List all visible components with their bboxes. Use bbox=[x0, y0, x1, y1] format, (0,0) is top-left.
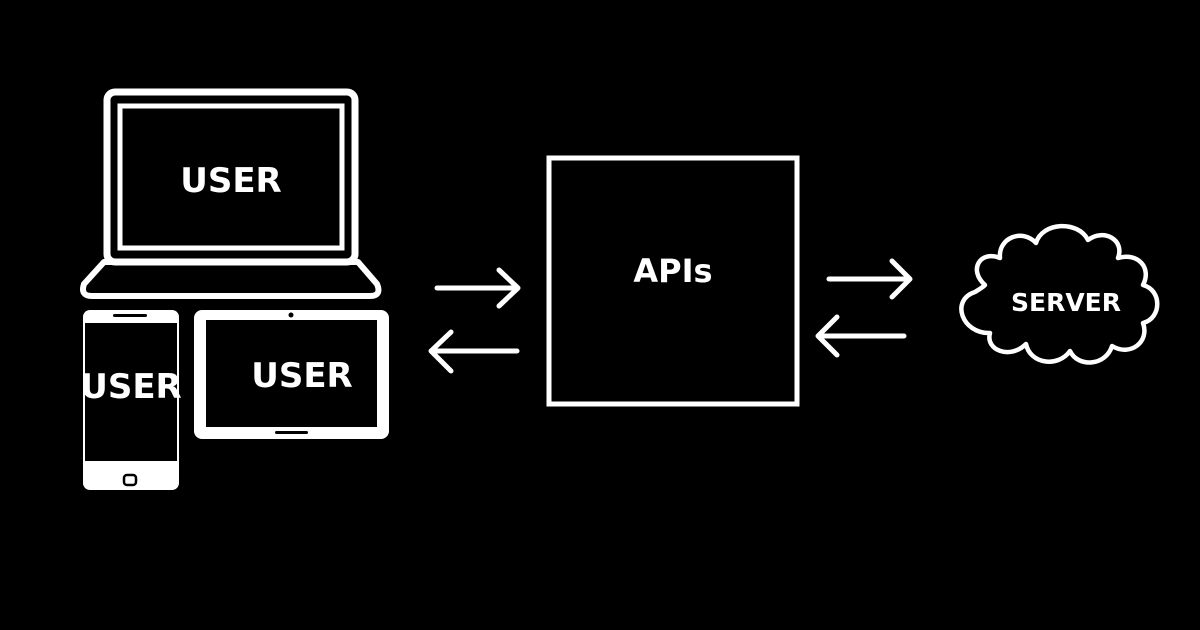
tablet-icon: USER bbox=[194, 310, 389, 439]
cloud-outline bbox=[959, 223, 1160, 365]
arrow-left-icon bbox=[428, 329, 520, 374]
phone-screen bbox=[85, 323, 177, 461]
phone-speaker bbox=[113, 314, 147, 317]
server-label: SERVER bbox=[1011, 288, 1121, 317]
phone-home-button bbox=[122, 473, 138, 487]
phone-user-label: USER bbox=[80, 367, 182, 407]
laptop-user-label: USER bbox=[180, 161, 282, 201]
apis-frame bbox=[546, 155, 800, 407]
tablet-screen bbox=[206, 320, 377, 427]
laptop-icon: USER bbox=[80, 88, 382, 299]
apis-box: APIs bbox=[546, 155, 800, 407]
smartphone-icon: USER bbox=[80, 310, 182, 490]
tablet-camera bbox=[288, 312, 294, 318]
tablet-user-label: USER bbox=[251, 356, 353, 396]
laptop-base bbox=[80, 259, 382, 299]
laptop-screen bbox=[117, 103, 345, 251]
arrow-right-icon bbox=[434, 267, 521, 309]
cloud-icon: SERVER bbox=[959, 223, 1160, 365]
arrow-right-icon bbox=[826, 258, 913, 300]
apis-label: APIs bbox=[633, 252, 712, 290]
arrow-left-icon bbox=[815, 314, 907, 358]
tablet-home-bar bbox=[275, 431, 308, 434]
